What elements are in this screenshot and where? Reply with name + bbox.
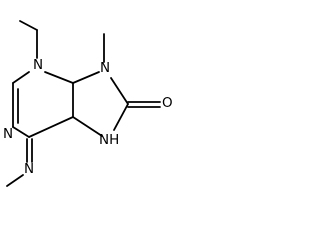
bond-n9-c8 xyxy=(110,77,129,105)
atom-n7h-label: NH xyxy=(99,132,119,148)
atom-n9-label: N xyxy=(100,60,110,76)
atom-n1-label: N xyxy=(3,126,13,142)
bond-c8-n7 xyxy=(113,103,129,131)
structure-svg: N N N NH O N xyxy=(3,20,173,187)
bond-c4-n3 xyxy=(44,71,74,84)
atom-n-imine-label: N xyxy=(24,161,34,177)
bond-c6-c5 xyxy=(28,116,74,138)
bond-n3-c2 xyxy=(12,71,30,84)
bond-ethyl-ch3-ch2 xyxy=(19,20,38,31)
bond-c4-n9 xyxy=(72,71,100,84)
bond-n7-c5 xyxy=(72,116,103,137)
bond-n-methyl xyxy=(6,174,24,187)
molecule-diagram: N N N NH O N xyxy=(3,20,173,187)
bond-n1-c6 xyxy=(12,126,30,138)
atom-n3-label: N xyxy=(33,57,43,73)
atom-o-label: O xyxy=(162,95,173,111)
